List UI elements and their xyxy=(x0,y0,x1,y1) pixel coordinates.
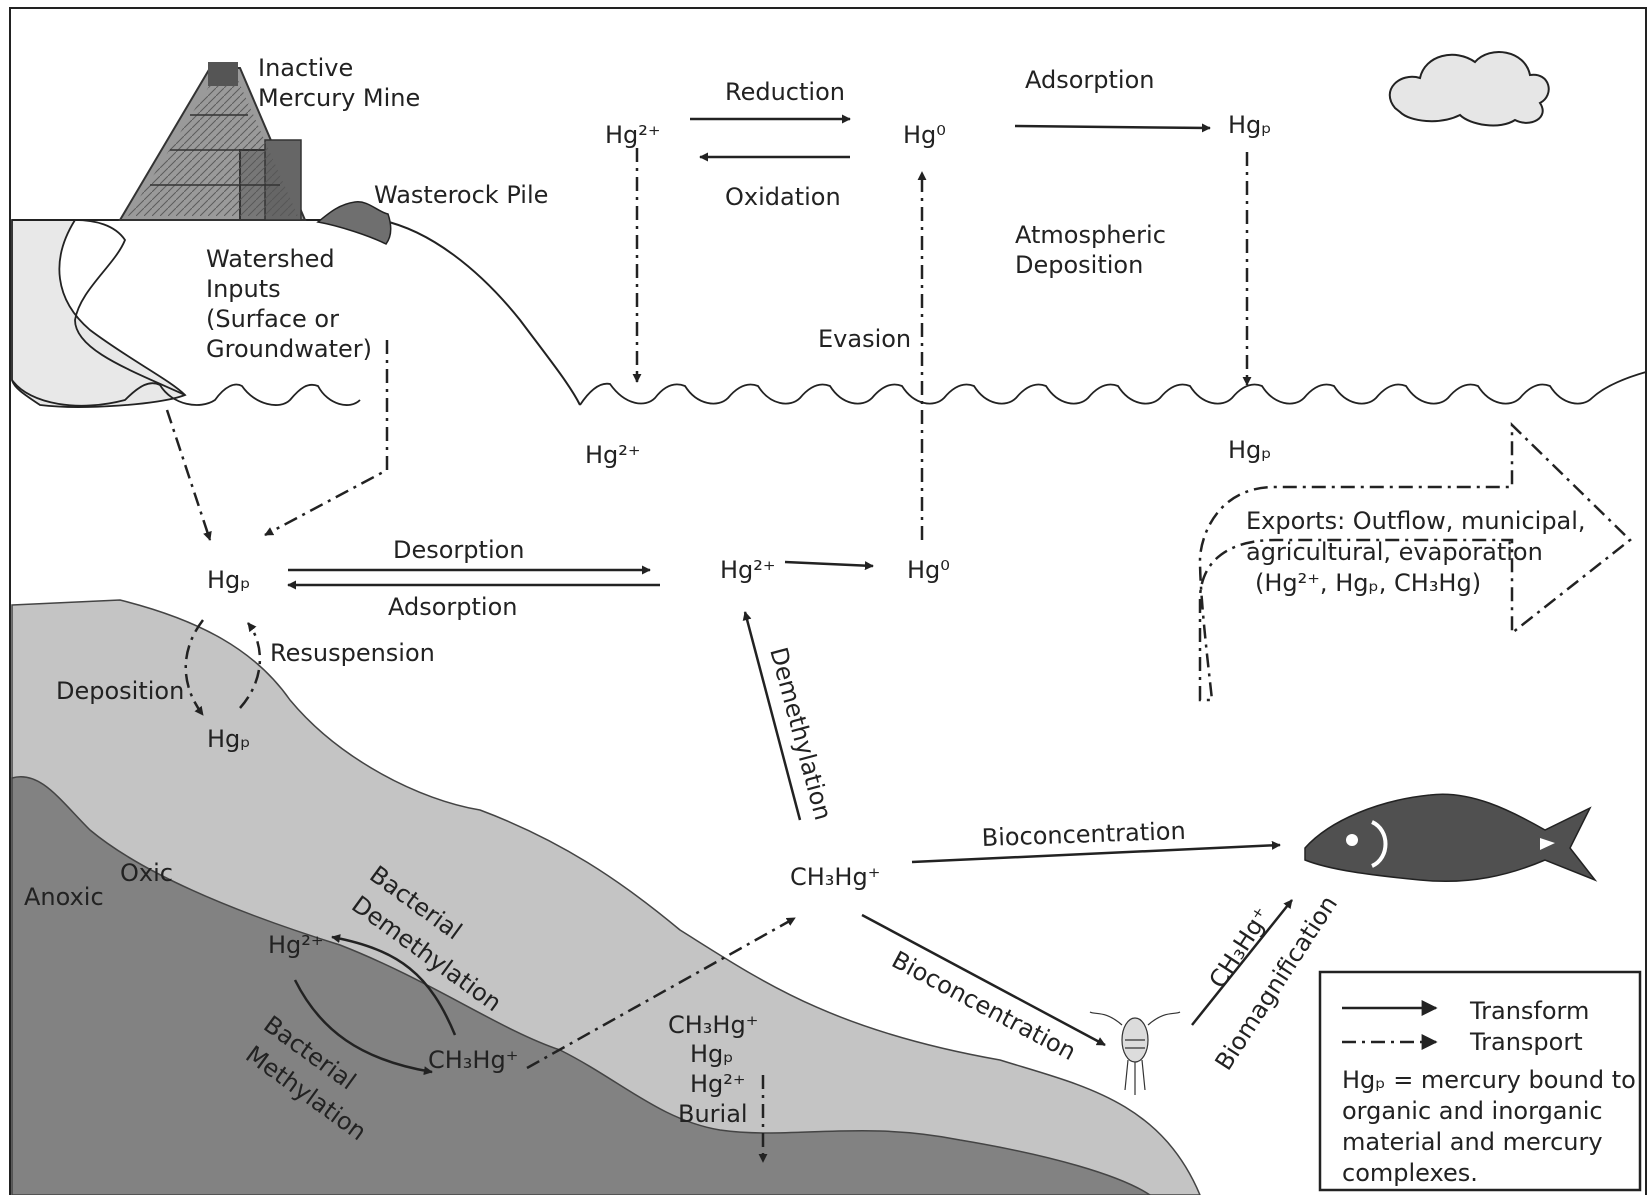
atmospheric-deposition-label-2: Deposition xyxy=(1015,251,1143,279)
biomagnification-arrow xyxy=(1191,899,1293,1026)
hgp-surface: Hgₚ xyxy=(1228,436,1272,464)
mine-label: Inactive xyxy=(258,54,353,82)
wasterock-pile-icon xyxy=(316,201,392,245)
evasion-label: Evasion xyxy=(818,325,911,353)
air-adsorption-label: Adsorption xyxy=(1025,66,1155,94)
atmospheric-deposition-label-1: Atmospheric xyxy=(1015,221,1166,249)
hg0-water: Hg⁰ xyxy=(907,556,950,584)
ch3hg-water: CH₃Hg⁺ xyxy=(790,863,880,891)
water-adsorption-label: Adsorption xyxy=(388,593,518,621)
legend: Transform Transport Hgₚ = mercury bound … xyxy=(1318,970,1642,1192)
hg2-air: Hg²⁺ xyxy=(605,121,661,149)
anoxic-label: Anoxic xyxy=(24,883,104,911)
watershed-label-1: Watershed xyxy=(206,245,335,273)
zooplankton-icon xyxy=(1089,1011,1181,1095)
watershed-label-2: Inputs xyxy=(206,275,281,303)
hg2-sediment: Hg²⁺ xyxy=(268,931,324,959)
oxidation-label: Oxidation xyxy=(725,183,841,211)
exports-arrow xyxy=(1198,422,1632,702)
burial-hgp: Hgₚ xyxy=(690,1040,734,1068)
hg0-air: Hg⁰ xyxy=(903,121,946,149)
resuspension-label: Resuspension xyxy=(270,639,435,667)
legend-note-2: organic and inorganic xyxy=(1342,1097,1603,1125)
watershed-label-3: (Surface or xyxy=(206,305,339,333)
legend-transform-label: Transform xyxy=(1469,997,1589,1025)
transport-arrows xyxy=(165,148,1252,1163)
deposition-label: Deposition xyxy=(56,677,184,705)
bioconcentration-fish-arrow xyxy=(911,840,1281,864)
sediment-to-water-arrow xyxy=(526,916,796,1070)
resuspension-arrow xyxy=(239,622,262,709)
mine-headframe-icon xyxy=(118,62,307,221)
legend-note-3: material and mercury xyxy=(1342,1128,1603,1156)
bioconcentration-plankton-arrow xyxy=(861,913,1106,1047)
deposition-arrow xyxy=(184,619,204,716)
air-adsorption-arrow xyxy=(1014,123,1211,133)
bacterial-demethylation-arrow xyxy=(331,934,457,1036)
legend-note-4: complexes. xyxy=(1342,1159,1478,1187)
hg2-surface: Hg²⁺ xyxy=(585,441,641,469)
legend-note-1: Hgₚ = mercury bound to xyxy=(1342,1066,1636,1094)
watershed-label-4: Groundwater) xyxy=(206,335,372,363)
exports-label-1: Exports: Outflow, municipal, xyxy=(1246,507,1586,535)
bioconcentration-fish-label: Bioconcentration xyxy=(981,817,1186,852)
fish-icon xyxy=(1304,793,1598,883)
hgp-air: Hgₚ xyxy=(1228,111,1272,139)
burial-label: Burial xyxy=(678,1100,748,1128)
watershed-input-arrow xyxy=(264,340,389,537)
bacterial-methylation-arrow xyxy=(293,979,433,1076)
demethylation-arrow xyxy=(742,611,802,821)
burial-hg2: Hg²⁺ xyxy=(690,1070,746,1098)
hg2-to-hg0-arrow xyxy=(784,560,874,571)
anoxic-sediment-layer xyxy=(11,775,1152,1195)
oxic-label: Oxic xyxy=(120,859,173,887)
water-surface xyxy=(11,371,1647,407)
reduction-label: Reduction xyxy=(725,78,845,106)
demethylation-label: Demethylation xyxy=(764,644,837,823)
ground-line xyxy=(12,219,581,406)
hgp-sediment: Hgₚ xyxy=(207,725,251,753)
legend-transport-label: Transport xyxy=(1469,1028,1583,1056)
wasterock-label: Wasterock Pile xyxy=(374,181,548,209)
exports-label-2: agricultural, evaporation xyxy=(1246,538,1543,566)
shoreline-land xyxy=(11,219,187,408)
ch3hg-sediment: CH₃Hg⁺ xyxy=(428,1046,518,1074)
transform-arrows xyxy=(287,114,1293,1076)
desorption-label: Desorption xyxy=(393,536,525,564)
exports-label-3: (Hg²⁺, Hgₚ, CH₃Hg) xyxy=(1255,569,1481,597)
shore-edge-curve xyxy=(74,219,186,396)
diagram-frame xyxy=(9,7,1647,1195)
hg2-water: Hg²⁺ xyxy=(720,556,776,584)
cloud-icon xyxy=(1388,51,1550,127)
mine-label-2: Mercury Mine xyxy=(258,84,420,112)
burial-ch3hg: CH₃Hg⁺ xyxy=(668,1011,758,1039)
shore-input-arrow xyxy=(165,409,212,541)
hgp-water: Hgₚ xyxy=(207,566,251,594)
